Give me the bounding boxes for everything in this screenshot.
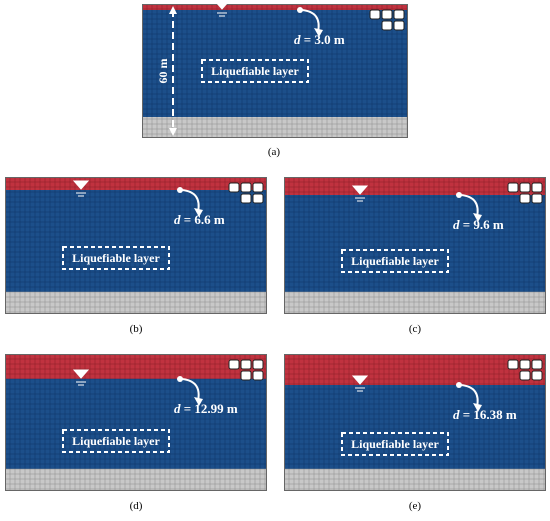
base-layer — [284, 469, 546, 491]
mesh-grid — [142, 4, 408, 138]
base-layer — [284, 292, 546, 314]
water-table-icon — [351, 375, 369, 385]
unsaturated-layer — [284, 177, 546, 195]
building-icon — [228, 182, 264, 204]
unsaturated-layer — [5, 354, 267, 379]
base-layer — [5, 469, 267, 491]
depth-label: d = 9.6 m — [453, 217, 504, 232]
svg-text:Liquefiable layer: Liquefiable layer — [351, 437, 439, 451]
mesh-figure-b: d = 6.6 m Liquefiable layer — [5, 177, 267, 314]
liquefiable-layer-label: Liquefiable layer — [341, 432, 449, 456]
depth-annotation — [456, 192, 482, 222]
mesh-figure-c: d = 9.6 m Liquefiable layer — [284, 177, 546, 314]
liquefiable-layer-label: Liquefiable layer — [341, 249, 449, 273]
height-label: 60 m — [156, 59, 170, 84]
svg-text:Liquefiable layer: Liquefiable layer — [351, 254, 439, 268]
depth-label: d = 12.99 m — [174, 401, 238, 416]
water-table-icon — [72, 369, 90, 379]
depth-label: d = 16.38 m — [453, 407, 517, 422]
mesh-figure-a: d = 3.0 m Liquefiable layer 60 m — [142, 4, 408, 138]
depth-label: d = 3.0 m — [294, 32, 345, 47]
unsaturated-layer — [142, 4, 408, 10]
panel-a: d = 3.0 m Liquefiable layer 60 m — [142, 4, 408, 138]
unsaturated-layer — [5, 177, 267, 190]
panel-b: d = 6.6 m Liquefiable layer — [5, 177, 267, 314]
liquefiable-layer-label: Liquefiable layer — [201, 59, 309, 83]
depth-annotation — [297, 7, 323, 37]
building-icon — [507, 182, 543, 204]
caption-b: (b) — [129, 323, 143, 335]
liquefiable-zone — [284, 385, 546, 469]
building-icon — [507, 359, 543, 381]
panel-c: d = 9.6 m Liquefiable layer — [284, 177, 546, 314]
depth-annotation — [456, 382, 482, 412]
mesh-grid — [284, 177, 546, 314]
depth-label: d = 6.6 m — [174, 212, 225, 227]
liquefiable-layer-label: Liquefiable layer — [62, 246, 170, 270]
panel-d: d = 12.99 m Liquefiable layer — [5, 354, 267, 491]
depth-annotation — [177, 187, 203, 217]
svg-text:Liquefiable layer: Liquefiable layer — [72, 251, 160, 265]
caption-d: (d) — [129, 500, 143, 512]
building-icon — [228, 359, 264, 381]
liquefiable-zone — [5, 190, 267, 292]
water-table-icon — [216, 4, 228, 10]
panel-e: d = 16.38 m Liquefiable layer — [284, 354, 546, 491]
base-layer — [142, 117, 408, 138]
caption-a: (a) — [267, 146, 281, 158]
liquefiable-layer-label: Liquefiable layer — [62, 429, 170, 453]
mesh-figure-d: d = 12.99 m Liquefiable layer — [5, 354, 267, 491]
base-layer — [5, 292, 267, 314]
building-icon — [369, 9, 405, 31]
caption-c: (c) — [408, 323, 422, 335]
unsaturated-layer — [284, 354, 546, 385]
depth-annotation — [177, 376, 203, 406]
water-table-icon — [351, 185, 369, 195]
mesh-figure-e: d = 16.38 m Liquefiable layer — [284, 354, 546, 491]
caption-e: (e) — [408, 500, 422, 512]
height-dimension: 60 m — [156, 6, 177, 136]
water-table-icon — [72, 180, 90, 190]
mesh-grid — [5, 177, 267, 314]
svg-text:Liquefiable layer: Liquefiable layer — [211, 64, 299, 78]
svg-text:Liquefiable layer: Liquefiable layer — [72, 434, 160, 448]
liquefiable-zone — [284, 195, 546, 292]
